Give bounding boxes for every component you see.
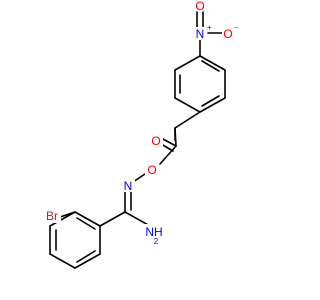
bond-ring2-d bbox=[49, 253, 76, 269]
nitro-oxygen-top-label: O bbox=[195, 0, 204, 13]
bond-ring2-double-1 bbox=[76, 217, 96, 230]
bond-ring1-a bbox=[199, 55, 226, 71]
oxime-nitrogen-label: N bbox=[124, 179, 133, 193]
atom-label-layer: O N + O − O O N NH 2 Br bbox=[43, 0, 239, 246]
bond-ring1-ch2 bbox=[174, 111, 201, 129]
bond-ring2-e bbox=[74, 253, 101, 269]
nitro-oxygen-right-label: O bbox=[223, 27, 232, 41]
amine-subscript: 2 bbox=[154, 237, 159, 246]
bond-ring2-double-3 bbox=[76, 250, 96, 263]
nitro-nitrogen-label: N bbox=[196, 27, 205, 41]
nitro-nitrogen-charge: + bbox=[207, 23, 212, 32]
bond-ring2-br bbox=[59, 211, 76, 218]
bond-ring1-double-2 bbox=[201, 95, 220, 107]
bromine-label: Br bbox=[46, 209, 58, 223]
bond-layer bbox=[49, 11, 226, 269]
bond-ring1-d bbox=[174, 97, 201, 113]
bond-ring2-b bbox=[49, 211, 76, 227]
amine-label: NH bbox=[145, 225, 162, 239]
bond-ring1-c bbox=[199, 97, 226, 113]
bond-ring1-double-1 bbox=[201, 60, 220, 72]
molecule-structure-diagram: O N + O − O O N NH 2 Br bbox=[43, 0, 239, 269]
bond-amidine-c-nh2 bbox=[124, 211, 151, 227]
ester-oxygen-label: O bbox=[147, 163, 156, 177]
bond-carbonyl-c-o-1 bbox=[160, 137, 177, 147]
carbonyl-oxygen-label: O bbox=[151, 134, 160, 148]
bond-amidine-c-ring2 bbox=[99, 211, 126, 227]
bond-ch2-carbonyl-c2 bbox=[174, 127, 177, 147]
bond-ring1-f bbox=[174, 55, 201, 71]
bond-ring2-a bbox=[74, 211, 101, 227]
nitro-oxygen-charge: − bbox=[234, 23, 239, 32]
bond-carbonyl-c-ester-o bbox=[159, 145, 177, 165]
